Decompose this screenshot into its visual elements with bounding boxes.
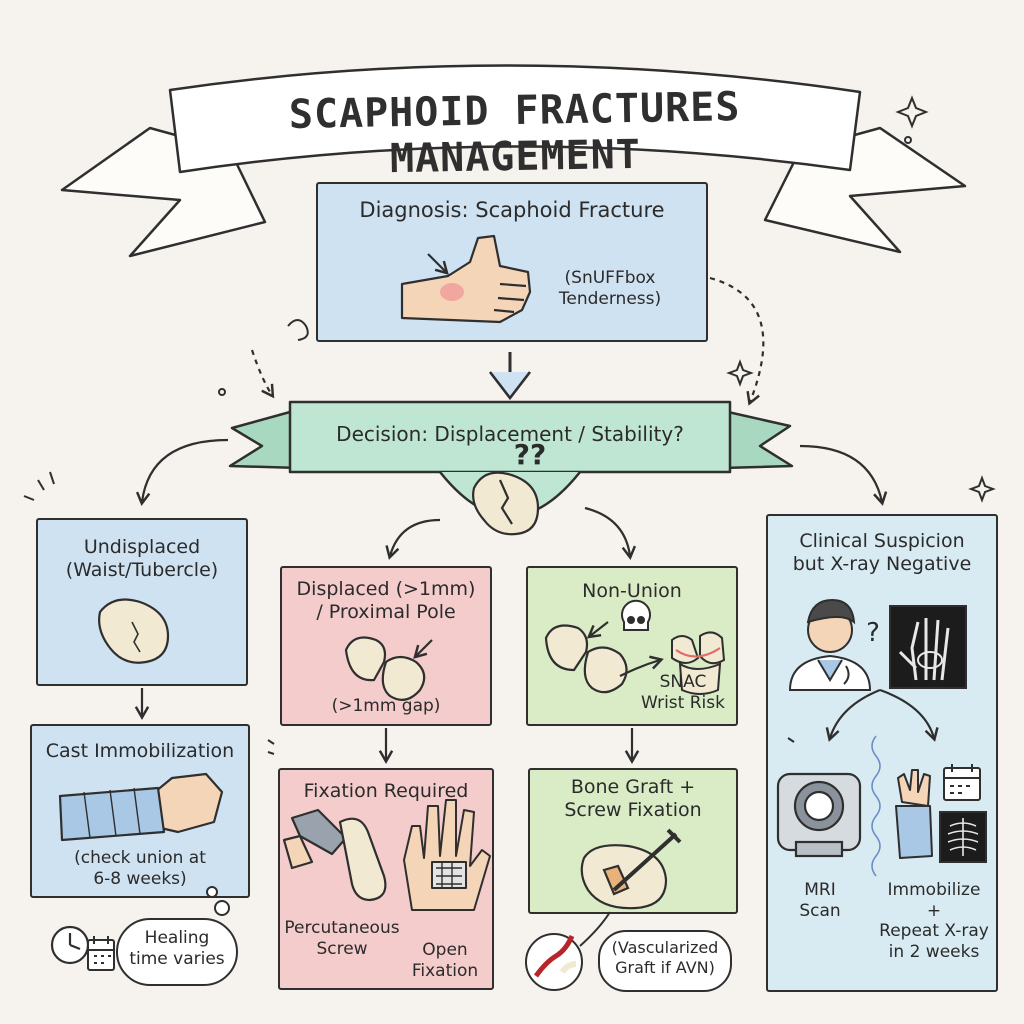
healing-note: Healing time varies: [129, 928, 225, 969]
calendar-icon: [87, 936, 115, 971]
mri-label: MRI Scan: [799, 880, 841, 921]
repeat-xray-label: Immobilize + Repeat X-ray in 2 weeks: [879, 880, 989, 963]
cast-note: (check union at 6-8 weeks): [74, 848, 206, 889]
avn-callout: [598, 930, 732, 992]
diagnosis-heading: Diagnosis: Scaphoid Fracture: [359, 198, 665, 222]
avn-note: (Vascularized Graft if AVN): [611, 938, 719, 977]
snac-risk-label: SNAC Wrist Risk: [641, 672, 725, 713]
blood-vessel-icon: [525, 933, 583, 991]
percutaneous-label: Percutaneous Screw: [284, 918, 400, 959]
suspicion-box: [766, 514, 998, 992]
healing-cloud: [116, 918, 238, 986]
decision-question-marks: ??: [513, 438, 547, 471]
cast-heading: Cast Immobilization: [45, 740, 235, 762]
suspicion-heading: Clinical Suspicion but X-ray Negative: [792, 530, 972, 576]
nonunion-heading: Non-Union: [582, 580, 682, 602]
displaced-heading: Displaced (>1mm) / Proximal Pole: [296, 578, 476, 624]
displaced-gap-note: (>1mm gap): [331, 696, 441, 716]
open-fixation-label: Open Fixation: [411, 940, 479, 981]
snuffbox-note: (SnUFFbox Tenderness): [558, 268, 662, 309]
graft-heading: Bone Graft + Screw Fixation: [564, 776, 702, 822]
cracked-scaphoid-icon: [472, 471, 540, 536]
fixation-heading: Fixation Required: [303, 780, 469, 802]
suspicion-question-mark: ?: [866, 618, 880, 648]
clock-icon: [50, 925, 90, 965]
diagram-title: SCAPHOID FRACTURES MANAGEMENT: [288, 84, 741, 183]
undisplaced-heading: Undisplaced (Waist/Tubercle): [65, 536, 219, 582]
